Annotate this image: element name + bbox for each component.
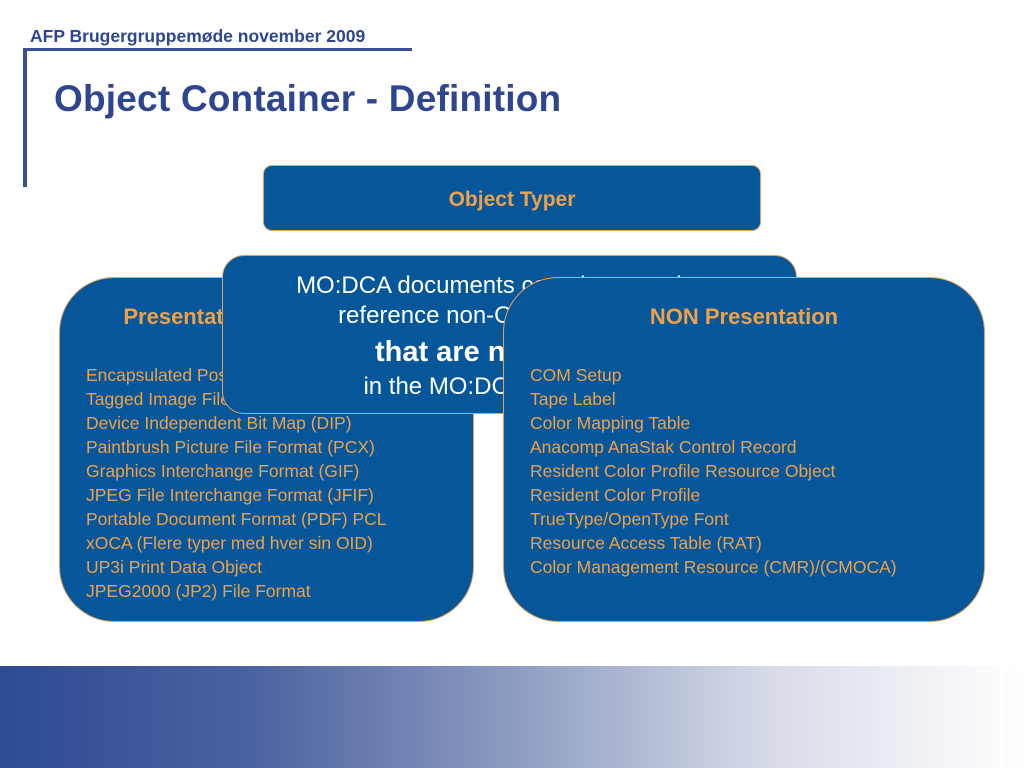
slide-title: Object Container - Definition — [54, 78, 562, 119]
list-item: UP3i Print Data Object — [86, 557, 263, 577]
list-item: Graphics Interchange Format (GIF) — [86, 461, 360, 481]
list-item: JPEG2000 (JP2) File Format — [86, 581, 311, 601]
list-item: JPEG File Interchange Format (JFIF) — [86, 485, 374, 505]
list-item: COM Setup — [530, 365, 622, 385]
vertical-accent-line — [23, 48, 27, 187]
header-underline — [24, 22, 412, 51]
list-item: xOCA (Flere typer med hver sin OID) — [86, 533, 373, 553]
list-item: TrueType/OpenType Font — [530, 509, 729, 529]
non-presentation-list: COM Setup Tape Label Color Mapping Table… — [530, 363, 897, 579]
non-presentation-title: NON Presentation — [649, 304, 839, 329]
list-item: Paintbrush Picture File Format (PCX) — [86, 437, 375, 457]
list-item: Color Management Resource (CMR)/(CMOCA) — [530, 557, 897, 577]
object-types-box: Object Typer — [263, 165, 761, 231]
list-item: Tape Label — [530, 389, 616, 409]
list-item: Resource Access Table (RAT) — [530, 533, 762, 553]
list-item: Device Independent Bit Map (DIP) — [86, 413, 352, 433]
object-types-label: Object Typer — [448, 188, 576, 211]
footer-gradient — [0, 666, 1024, 768]
list-item: Resident Color Profile Resource Object — [530, 461, 836, 481]
list-item: Color Mapping Table — [530, 413, 691, 433]
list-item: Resident Color Profile — [530, 485, 701, 505]
non-presentation-box: NON Presentation COM Setup Tape Label Co… — [503, 277, 985, 622]
list-item: Anacomp AnaStak Control Record — [530, 437, 797, 457]
header-text: AFP Brugergruppemøde november 2009 — [30, 26, 366, 46]
list-item: Portable Document Format (PDF) PCL — [86, 509, 387, 529]
footer-divider — [1000, 666, 1006, 768]
